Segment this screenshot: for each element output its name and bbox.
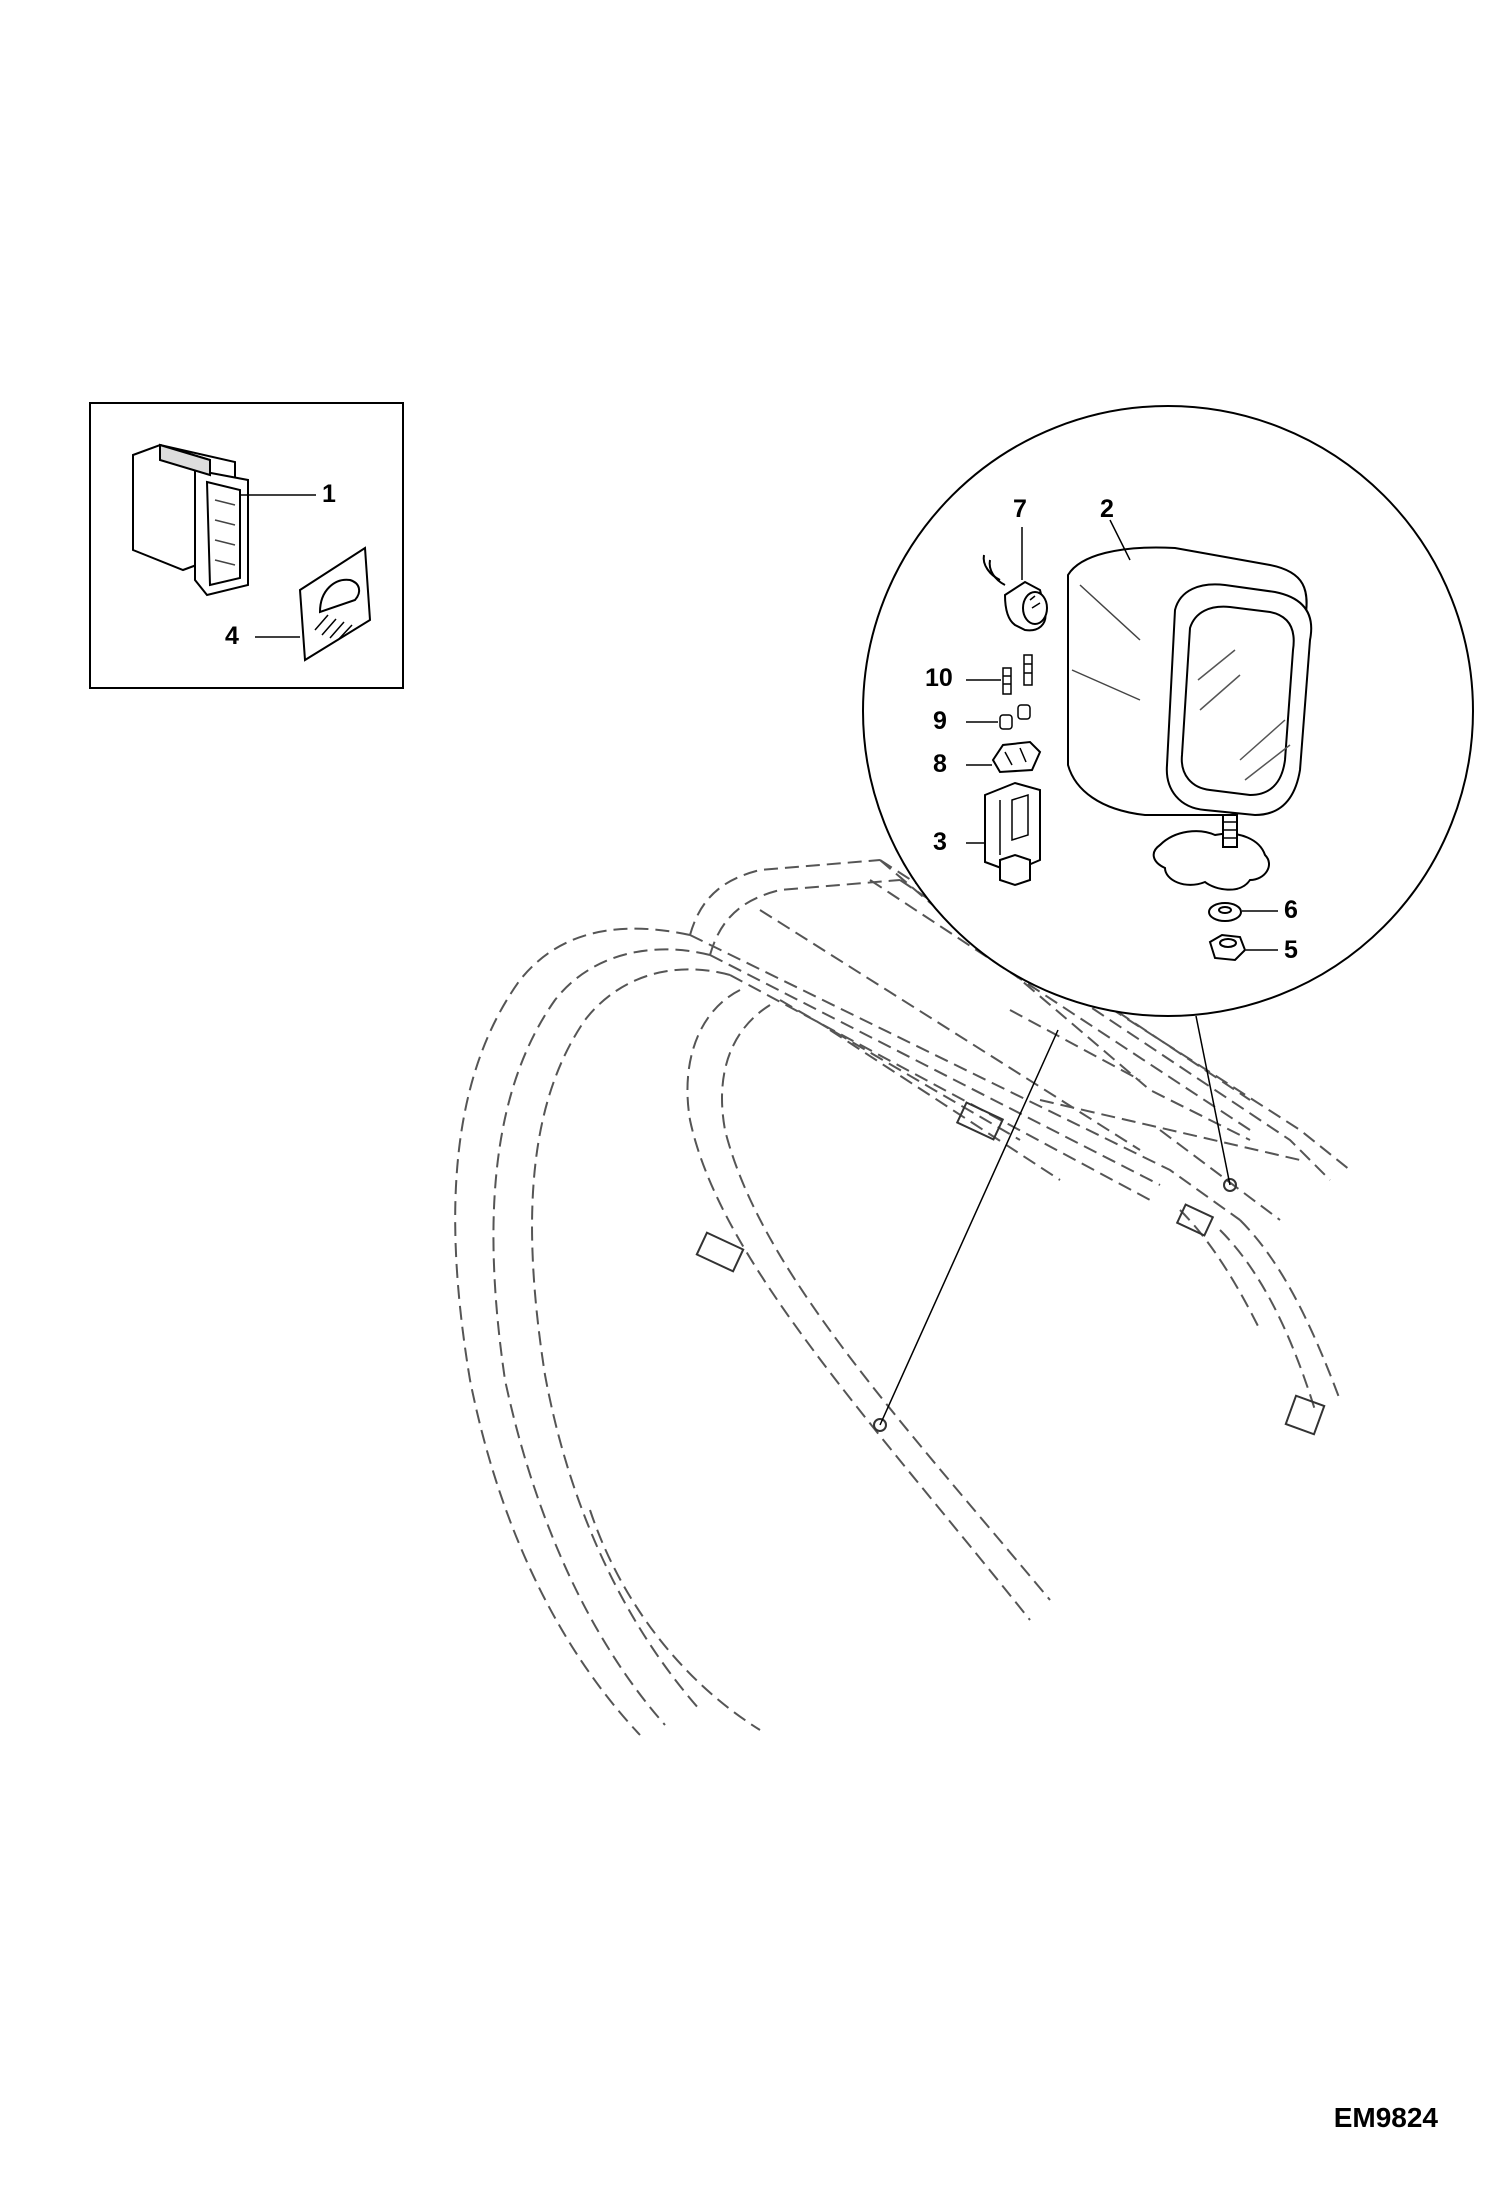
callout-6: 6 (1284, 896, 1298, 924)
drawing-id: EM9824 (1333, 2102, 1438, 2133)
washer (1208, 902, 1242, 922)
callout-4: 4 (225, 622, 239, 650)
wedge-lock (991, 740, 1042, 774)
mount-bracket (1152, 814, 1270, 891)
work-light (1067, 546, 1313, 817)
rocker-switch (132, 443, 249, 597)
callout-2: 2 (1100, 495, 1114, 523)
seals (999, 704, 1031, 730)
switch-inset-box (89, 402, 404, 689)
connector-housing (984, 781, 1041, 887)
callout-1: 1 (322, 480, 336, 508)
leader-2 (1109, 519, 1131, 561)
nut (1208, 933, 1247, 962)
light-decal (298, 546, 372, 662)
callout-7: 7 (1013, 495, 1027, 523)
canopy-brackets (695, 1101, 1326, 1436)
canopy-frame (454, 859, 1351, 1736)
callout-5: 5 (1284, 936, 1298, 964)
callout-9: 9 (933, 707, 947, 735)
callout-3: 3 (933, 828, 947, 856)
bulb (982, 554, 1048, 632)
terminals (1002, 654, 1033, 695)
callout-8: 8 (933, 750, 947, 778)
callout-10: 10 (925, 664, 953, 692)
